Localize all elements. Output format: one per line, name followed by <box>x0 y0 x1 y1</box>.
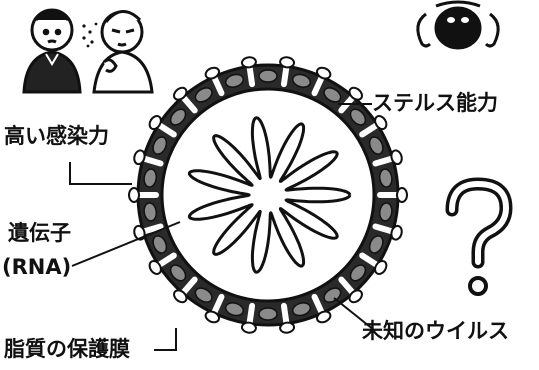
membrane-panel <box>169 264 187 282</box>
spike-tip <box>396 187 408 203</box>
masked-face-icon <box>416 0 500 50</box>
spike-tip <box>390 224 403 241</box>
spike-tip <box>348 289 363 304</box>
spike-tip <box>240 321 257 334</box>
spike-tip <box>279 321 296 334</box>
membrane-panel <box>349 108 367 126</box>
stealth-label: ステルス能力 <box>372 91 498 115</box>
lipid-pointer <box>154 328 177 351</box>
inner-membrane <box>160 87 376 303</box>
membrane-panel <box>152 136 168 155</box>
spike-tip <box>173 86 188 101</box>
spike-tip <box>279 56 296 69</box>
gene-label: 遺伝子 <box>8 221 71 245</box>
spike-tip <box>133 149 146 166</box>
membrane-panel <box>143 202 158 222</box>
unknown-virus-label: 未知のウイルス <box>362 319 509 343</box>
membrane-panel <box>224 73 245 88</box>
membrane-panel <box>378 168 393 188</box>
spike-tip <box>148 259 162 275</box>
membrane-panel <box>169 108 187 126</box>
spike-tip <box>315 310 332 324</box>
spike-tip <box>128 187 140 203</box>
membrane-panel <box>194 87 213 103</box>
membrane-panel <box>323 87 342 103</box>
high-infectivity-label: 高い感染力 <box>4 124 109 148</box>
rna-strand <box>187 116 352 274</box>
rna-label: (RNA) <box>2 255 72 279</box>
membrane-panel <box>291 302 312 317</box>
people-coughing-icon <box>22 8 154 94</box>
spike-tip <box>133 224 146 241</box>
virus-icon <box>128 56 408 334</box>
spike-tip <box>173 289 188 304</box>
membrane-panel <box>368 136 384 155</box>
pointer-lines <box>69 103 375 351</box>
surface-spikes <box>128 56 408 334</box>
spike-tip <box>240 56 257 69</box>
rna-pointer <box>71 221 181 267</box>
membrane-panel <box>378 202 393 222</box>
membrane-panel <box>258 69 278 83</box>
membrane-panel <box>194 287 213 303</box>
unknown-pointer <box>333 297 375 331</box>
question-mark-icon <box>445 177 513 296</box>
membrane-panel <box>368 235 384 254</box>
spike-tip <box>204 310 221 324</box>
membrane-panel <box>152 235 168 254</box>
membrane-panel <box>349 264 367 282</box>
spike-tip <box>374 115 388 131</box>
spike-tip <box>315 66 332 80</box>
membrane-panel <box>291 73 312 88</box>
infectivity-pointer <box>69 162 132 185</box>
membrane-panel <box>258 307 278 321</box>
spike-tip <box>148 115 162 131</box>
membrane-panel <box>143 168 158 188</box>
lipid-membrane-label: 脂質の保護膜 <box>4 337 130 361</box>
spike-tip <box>204 66 221 80</box>
membrane-panel <box>224 302 245 317</box>
spike-tip <box>374 259 388 275</box>
spike-tip <box>348 86 363 101</box>
spike-tip <box>390 149 403 166</box>
